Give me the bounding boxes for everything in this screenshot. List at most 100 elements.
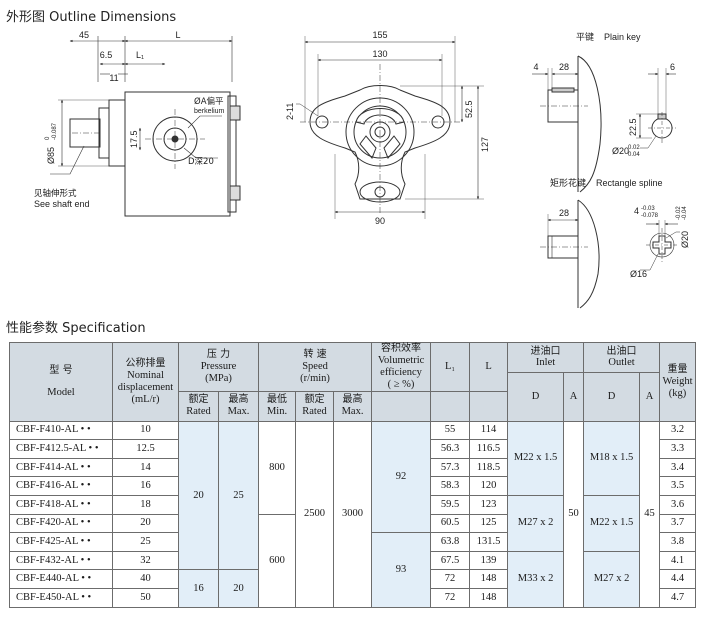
dim-shaft-dia: Ø85 <box>46 147 56 164</box>
cell-weight: 3.3 <box>659 439 697 459</box>
cell-model: CBF-E440-AL • • <box>9 569 113 590</box>
spec-section-title: 性能参数 Specification <box>6 321 146 336</box>
cell-rated-pressure: 20 <box>178 420 219 571</box>
cell-l: 148 <box>469 588 509 608</box>
table-row: CBF-F412.5-AL • • 12.5 56.3 116.5 3.3 <box>9 439 697 459</box>
spline-dim-4-tol-top: -0.03 <box>641 206 655 212</box>
dim-155: 155 <box>372 30 387 40</box>
dim-shaft-tol-top: 0 <box>45 136 51 140</box>
cell-outlet-d: M18 x 1.5 <box>583 420 641 497</box>
cell-l: 131.5 <box>469 532 509 552</box>
cell-displacement: 18 <box>112 495 179 515</box>
cell-min-speed: 800 <box>258 420 297 515</box>
cell-min-speed: 600 <box>258 513 297 608</box>
cell-weight: 4.1 <box>659 550 697 571</box>
header-l1: L₁ <box>430 342 471 392</box>
spline-dim-dia16: Ø16 <box>630 269 647 279</box>
header-l1-blank <box>430 390 471 422</box>
cell-rated-pressure: 16 <box>178 569 219 608</box>
header-speed: 转 速 Speed (r/min) <box>258 342 373 392</box>
key-dim-4: 4 <box>533 62 538 72</box>
cell-l: 116.5 <box>469 439 509 459</box>
cell-displacement: 16 <box>112 476 179 497</box>
specification-table: 型 号 Model 公称排量 Nominal displacement (mL/… <box>9 342 697 608</box>
cell-displacement: 14 <box>112 457 179 478</box>
table-row: CBF-F425-AL • • 25 93 63.8 131.5 3.8 <box>9 532 697 608</box>
key-dim-tol-top: 0.02 <box>628 145 640 151</box>
front-view <box>50 36 241 217</box>
outline-section-title: 外形图 Outline Dimensions <box>6 10 177 25</box>
header-l-blank <box>469 390 509 422</box>
label-port-A-sub: berkelium <box>194 108 225 115</box>
key-dim-22-5: 22.5 <box>628 118 638 136</box>
cell-displacement: 40 <box>112 569 179 590</box>
cell-l: 120 <box>469 476 509 497</box>
plain-key-view <box>532 55 676 193</box>
header-model: 型 号 Model <box>9 342 113 422</box>
cell-inlet-d: M22 x 1.5 <box>507 420 565 497</box>
side-view <box>296 36 484 219</box>
cell-model: CBF-F416-AL • • <box>9 476 113 497</box>
spline-title-cn: 矩形花键 <box>550 177 586 189</box>
cell-l1: 60.5 <box>430 513 471 534</box>
key-dim-tol-bottom: 0.04 <box>628 152 640 158</box>
cell-l1: 55 <box>430 420 471 441</box>
dim-130: 130 <box>372 49 387 59</box>
cell-outlet-a: 45 <box>639 420 661 608</box>
cell-l1: 67.5 <box>430 550 471 571</box>
cell-weight: 3.6 <box>659 495 697 515</box>
spline-view <box>540 199 680 309</box>
plain-key-labels: 平键 Plain key 4 28 6 22.5 Ø20 0.02 0.04 <box>533 31 675 158</box>
dim-2-11: 2-11 <box>285 103 295 120</box>
cell-efficiency: 93 <box>371 532 432 608</box>
cell-model: CBF-F410-AL • • <box>9 420 113 441</box>
header-row-1: 型 号 Model 公称排量 Nominal displacement (mL/… <box>9 342 697 422</box>
cell-l1: 72 <box>430 588 471 608</box>
dim-L: L <box>175 30 180 40</box>
cell-weight: 3.7 <box>659 513 697 534</box>
table-row: CBF-F416-AL • • 16 58.3 120 3.5 <box>9 476 697 497</box>
cell-model: CBF-F420-AL • • <box>9 513 113 534</box>
label-port-A: ØA偏平 <box>194 96 224 107</box>
cell-displacement: 50 <box>112 588 179 608</box>
table-row: CBF-F410-AL • • 10 20 25 800 2500 3000 9… <box>9 420 697 608</box>
cell-weight: 3.2 <box>659 420 697 441</box>
cell-l1: 56.3 <box>430 439 471 459</box>
header-outlet-a: A <box>639 372 661 422</box>
key-dim-28: 28 <box>559 62 569 72</box>
cell-model: CBF-F414-AL • • <box>9 457 113 478</box>
cell-max-speed: 3000 <box>333 420 373 608</box>
cell-max-pressure: 25 <box>217 420 260 571</box>
cell-l: 118.5 <box>469 457 509 478</box>
dim-17-5: 17.5 <box>129 130 139 148</box>
cell-weight: 3.5 <box>659 476 697 497</box>
spline-dim-dia20-tol-top: -0.02 <box>676 206 682 220</box>
cell-rated-speed: 2500 <box>295 420 335 608</box>
cell-model: CBF-F412.5-AL • • <box>9 439 113 459</box>
cell-max-pressure: 20 <box>217 569 260 608</box>
cell-l1: 59.5 <box>430 495 471 515</box>
table-row: CBF-F414-AL • • 14 57.3 118.5 3.4 <box>9 457 697 478</box>
dim-L1: L₁ <box>136 50 144 60</box>
header-weight: 重量 Weight (kg) <box>659 342 697 422</box>
cell-weight: 3.4 <box>659 457 697 478</box>
plain-key-title-en: Plain key <box>604 32 641 42</box>
table-row: CBF-F432-AL • • 32 67.5 139 M33 x 2 M27 … <box>9 550 697 608</box>
table-row: CBF-E440-AL • • 40 16 20 72 148 4.4 <box>9 569 697 608</box>
cell-displacement: 12.5 <box>112 439 179 459</box>
shaft-end-note-en: See shaft end <box>34 199 90 209</box>
table-row: CBF-E450-AL • • 50 72 148 4.7 <box>9 588 697 608</box>
spline-dim-dia20-tol-bottom: -0.04 <box>682 206 688 220</box>
key-dim-dia20: Ø20 <box>612 146 629 156</box>
header-outlet: 出油口 Outlet <box>583 342 661 373</box>
dim-45: 45 <box>79 30 89 40</box>
spline-dim-4-tol-bottom: -0.078 <box>641 213 659 219</box>
cell-inlet-d: M33 x 2 <box>507 550 565 608</box>
header-inlet-a: A <box>563 372 585 422</box>
dim-90: 90 <box>375 216 385 226</box>
